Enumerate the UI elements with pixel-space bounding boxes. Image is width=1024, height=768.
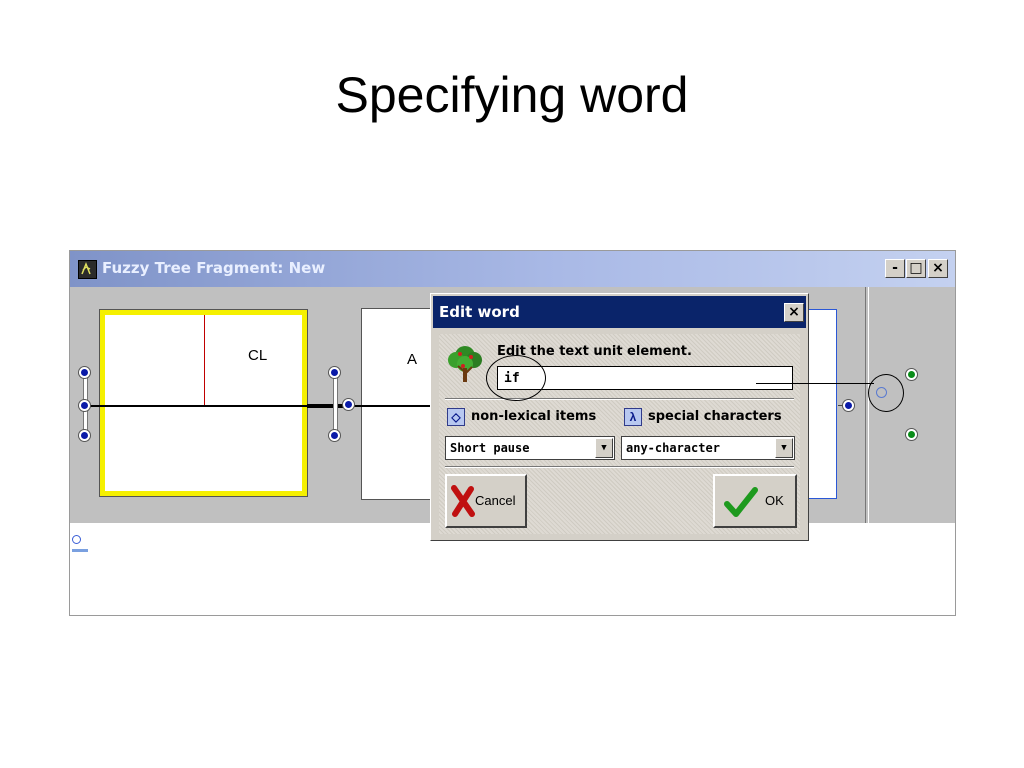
tree-edge (84, 405, 504, 407)
connector-handle[interactable] (79, 367, 90, 378)
slide-title: Specifying word (335, 67, 689, 123)
character-select-value: any-character (626, 441, 720, 455)
dialog-prompt: Edit the text unit element. (497, 344, 692, 359)
dialog-body: Edit the text unit element. ◇ non-lexica… (439, 334, 800, 534)
cancel-button[interactable]: Cancel (445, 474, 527, 528)
edit-word-dialog: Edit word × Edit the text unit element. … (430, 293, 809, 541)
status-indicator (72, 549, 88, 552)
canvas-divider-highlight (868, 287, 869, 523)
ok-label: OK (765, 493, 784, 508)
word-input[interactable] (497, 366, 793, 390)
sibling-handle[interactable] (906, 369, 917, 380)
ok-button[interactable]: OK (713, 474, 797, 528)
window-title: Fuzzy Tree Fragment: New (102, 259, 326, 277)
canvas-divider (865, 287, 866, 523)
dialog-titlebar[interactable]: Edit word × (433, 296, 806, 328)
tree-edge-right (838, 405, 847, 406)
annotation-circle-input (486, 355, 546, 401)
pause-select[interactable]: Short pause ▼ (445, 436, 615, 460)
chevron-down-icon[interactable]: ▼ (595, 438, 613, 458)
special-characters-option[interactable]: special characters (648, 409, 782, 424)
node-divider (204, 315, 205, 407)
connector-handle[interactable] (843, 400, 854, 411)
connector-handle[interactable] (329, 430, 340, 441)
tree-node-a[interactable]: A (361, 308, 438, 500)
tree-edge-selected (307, 404, 349, 408)
maximize-button[interactable]: □ (906, 259, 926, 278)
node-label-cl: CL (248, 347, 268, 364)
dialog-title: Edit word (439, 303, 520, 321)
non-lexical-items-option[interactable]: non-lexical items (471, 409, 597, 424)
dialog-close-button[interactable]: × (784, 303, 804, 322)
checkmark-icon (724, 487, 758, 517)
connector-handle[interactable] (329, 367, 340, 378)
annotation-connector-line (756, 383, 874, 384)
lambda-icon[interactable]: λ (624, 408, 642, 426)
connector-handle[interactable] (79, 430, 90, 441)
pause-select-value: Short pause (450, 441, 530, 455)
cancel-label: Cancel (475, 493, 516, 508)
cancel-x-icon (451, 485, 475, 517)
window-titlebar[interactable]: Fuzzy Tree Fragment: New - □ × (70, 251, 955, 287)
tree-icon (445, 342, 485, 391)
minimize-button[interactable]: - (885, 259, 905, 278)
tree-node-cl[interactable]: CL (99, 309, 308, 497)
chevron-down-icon[interactable]: ▼ (775, 438, 793, 458)
connector-handle[interactable] (343, 399, 354, 410)
tree-node-word[interactable] (805, 309, 837, 499)
separator (445, 466, 794, 468)
character-select[interactable]: any-character ▼ (621, 436, 795, 460)
app-icon (78, 260, 97, 279)
close-button[interactable]: × (928, 259, 948, 278)
non-lexical-icon[interactable]: ◇ (447, 408, 465, 426)
separator (445, 398, 794, 400)
node-label-a: A (407, 351, 418, 368)
connector-handle[interactable] (79, 400, 90, 411)
sibling-handle[interactable] (906, 429, 917, 440)
status-marker (72, 535, 81, 544)
annotation-circle-node (868, 374, 904, 412)
